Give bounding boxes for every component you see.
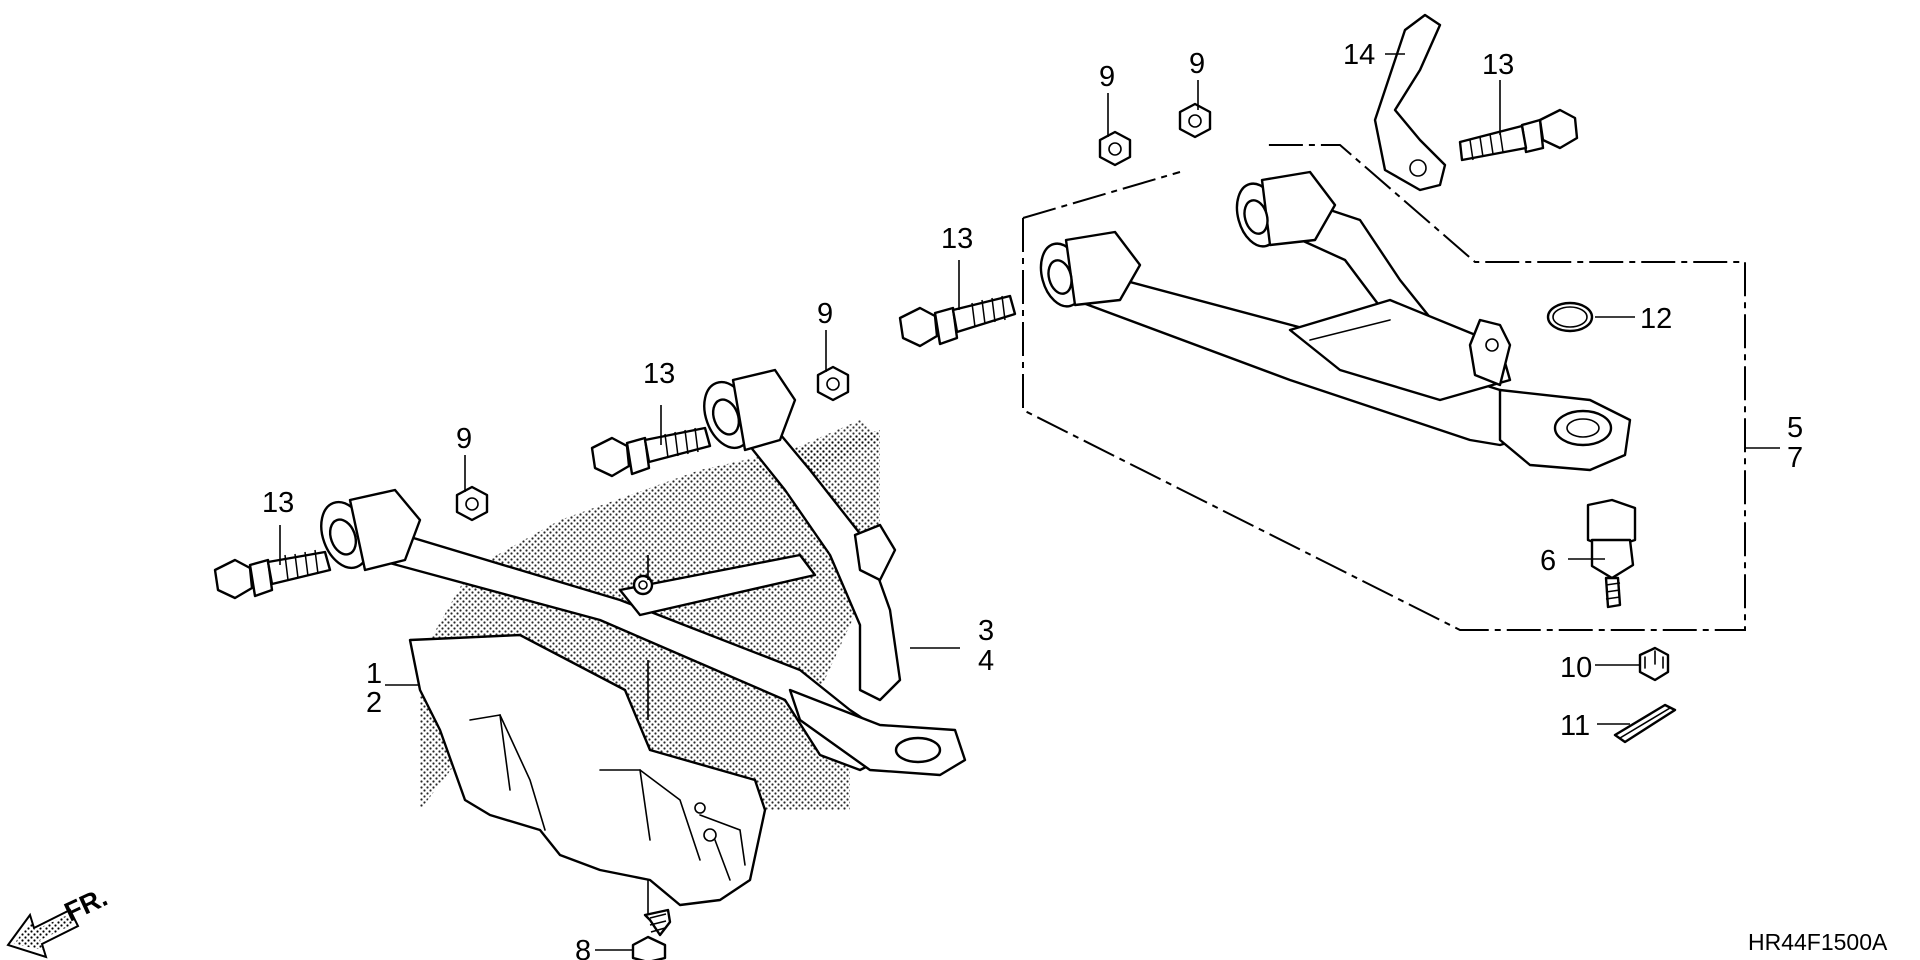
upper-arm [1039,170,1632,472]
diagram-code: HR44F1500A [1748,929,1888,955]
circlip-12 [1546,301,1594,333]
leader-lines [279,53,1780,951]
bolt-13-a [213,549,332,600]
nut-9-a [455,485,489,522]
cotter-pin-11 [1613,703,1677,744]
callout-labels: 1 2 3 4 5 6 7 8 9 9 9 9 10 11 12 13 13 1… [262,39,1803,960]
callout-9c: 9 [1099,61,1115,93]
bolt-13-c [898,294,1017,348]
ball-joint-6 [1586,498,1637,609]
lower-arm [320,368,967,777]
group-outline-upper-arm-tail [1022,171,1181,219]
skid-plate [408,633,767,907]
callout-2: 2 [366,687,382,719]
callout-6: 6 [1540,545,1556,577]
callout-14: 14 [1343,39,1375,71]
callout-9d: 9 [1189,48,1205,80]
callout-13d: 13 [1482,49,1514,81]
callout-9b: 9 [817,298,833,330]
bolt-13-b [590,426,712,478]
callout-9a: 9 [456,423,472,455]
callout-13a: 13 [262,487,294,519]
callout-3: 3 [978,615,994,647]
callout-11: 11 [1560,710,1590,742]
callout-1: 1 [366,658,382,690]
nut-9-d [1178,102,1212,139]
callout-4: 4 [978,645,994,677]
callout-13c: 13 [941,223,973,255]
bolt-13-d [1458,108,1579,162]
callout-13b: 13 [643,358,675,390]
nut-9-b [816,365,850,402]
castle-nut-10 [1638,646,1670,682]
callout-7: 7 [1787,442,1803,474]
front-direction-indicator: FR. [6,882,112,959]
bolt-8 [631,908,672,960]
callout-12: 12 [1640,303,1672,335]
nut-9-c [1098,130,1132,167]
callout-10: 10 [1560,652,1592,684]
group-outline-upper-arm [1022,144,1746,631]
callout-8: 8 [575,935,591,960]
clip-bracket-14 [1373,13,1447,192]
callout-5: 5 [1787,412,1803,444]
